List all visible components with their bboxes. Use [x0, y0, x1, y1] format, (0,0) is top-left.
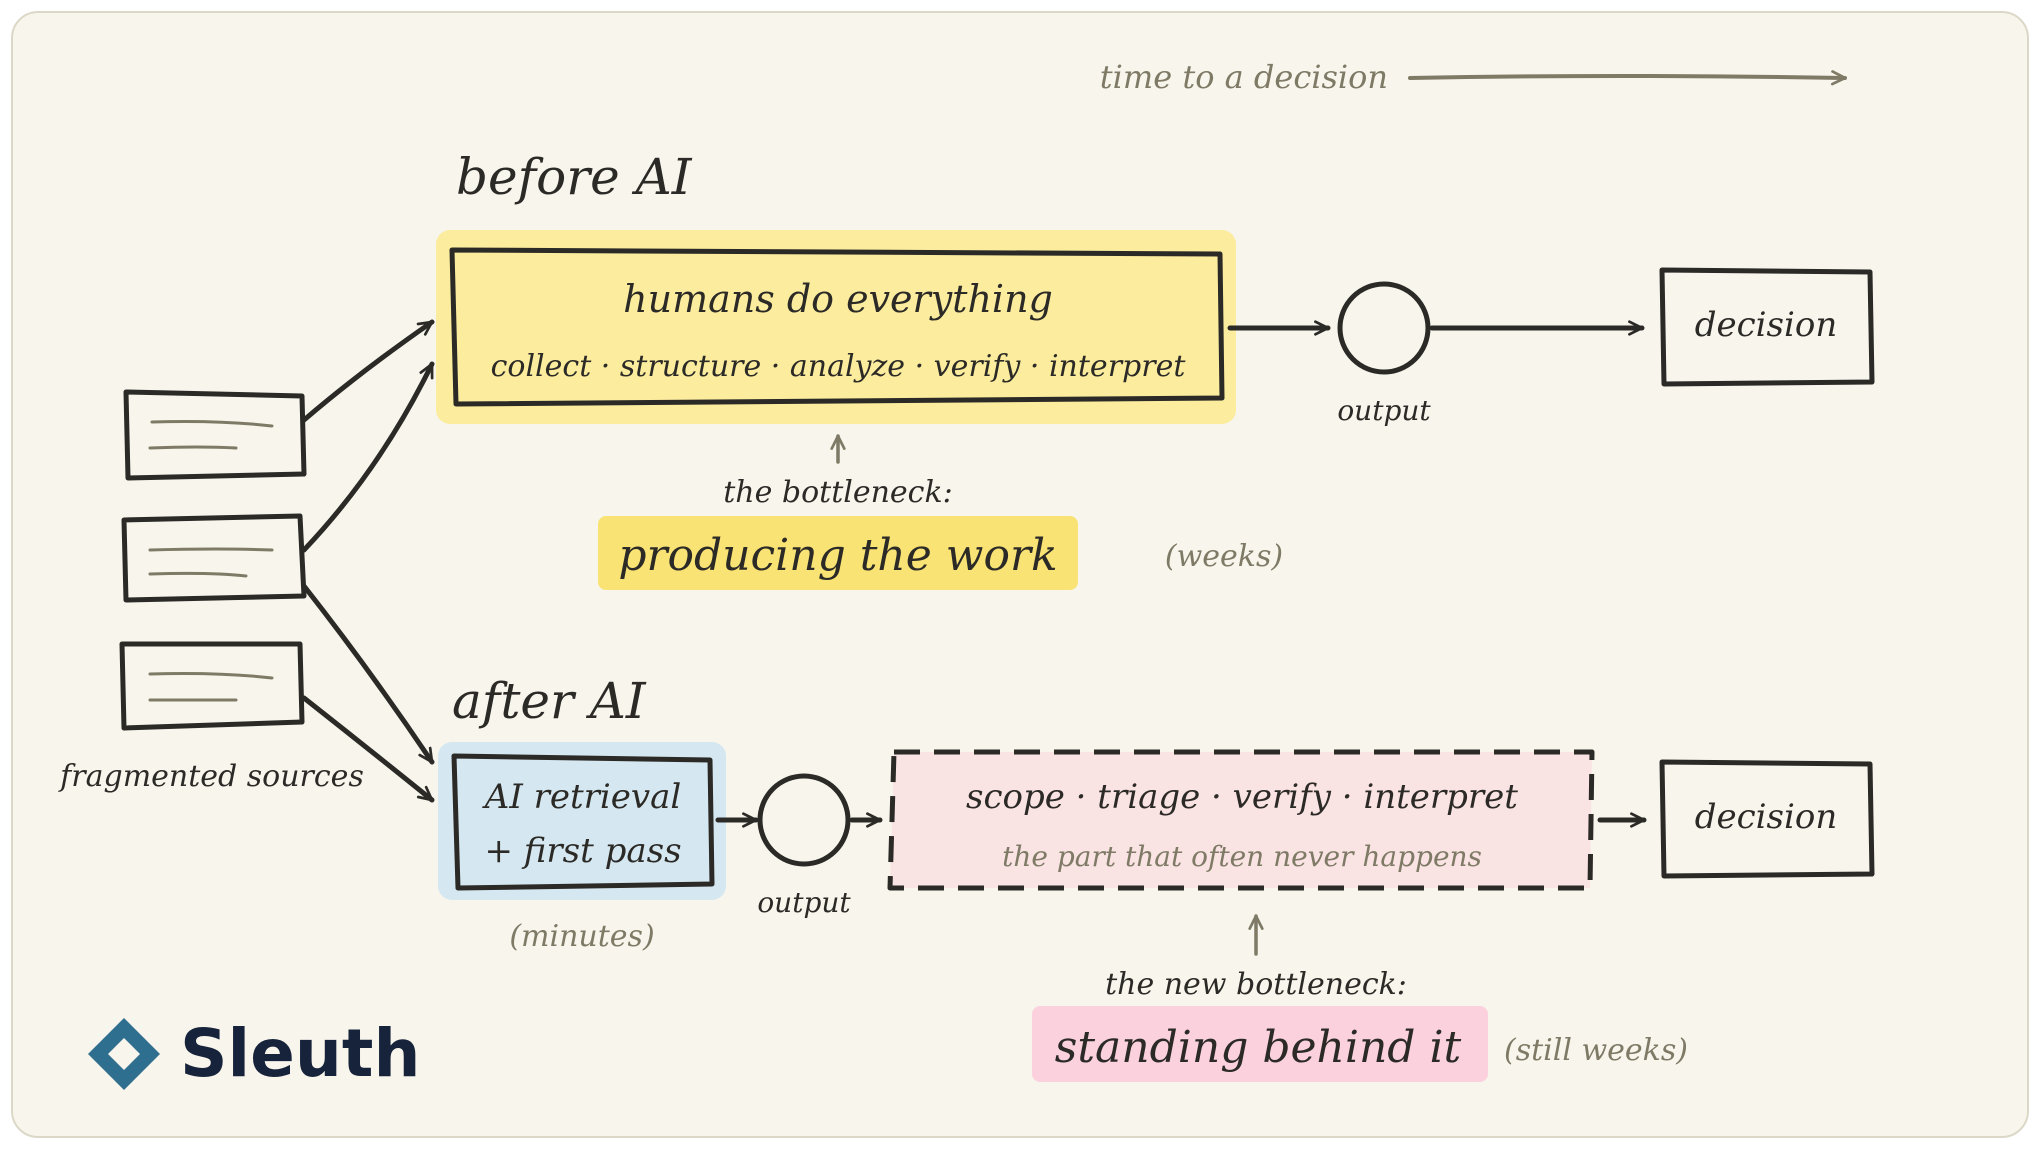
time-axis-arrow — [1408, 70, 1847, 86]
after-decision-label: decision — [1695, 797, 1838, 837]
ai-box-line2: + first pass — [484, 831, 681, 871]
before-duration: (weeks) — [1165, 539, 1283, 574]
before-box-title: humans do everything — [623, 277, 1053, 321]
human-work-box — [887, 749, 1595, 891]
human-work-steps: scope · triage · verify · interpret — [966, 777, 1518, 817]
after-output-label: output — [757, 886, 851, 919]
after-bottleneck-highlight — [1032, 1006, 1488, 1082]
sleuth-logo-text: Sleuth — [180, 1015, 420, 1092]
after-output-node — [757, 773, 851, 867]
ai-box-line1: AI retrieval — [482, 777, 681, 817]
before-bottleneck-highlight — [598, 516, 1078, 590]
after-decision-box — [1659, 759, 1875, 879]
time-axis-label: time to a decision — [1100, 58, 1388, 96]
before-box-steps: collect · structure · analyze · verify ·… — [491, 349, 1187, 384]
after-bottleneck: standing behind it — [1055, 1022, 1462, 1073]
before-title: before AI — [456, 148, 693, 206]
ai-duration: (minutes) — [509, 919, 654, 954]
sleuth-logo-icon — [88, 1018, 160, 1090]
sleuth-logo: Sleuth — [88, 1015, 420, 1092]
before-output-label: output — [1337, 394, 1431, 427]
before-bottleneck-intro: the bottleneck: — [723, 475, 953, 510]
source-document-2 — [121, 513, 307, 603]
ai-box — [451, 753, 715, 891]
arrow-source3-to-after — [301, 695, 435, 803]
before-decision-label: decision — [1695, 305, 1838, 345]
before-decision-box — [1659, 267, 1875, 387]
arrow-source1-to-before — [301, 319, 435, 423]
before-box-highlight — [436, 230, 1236, 424]
after-duration: (still weeks) — [1504, 1033, 1688, 1068]
ai-box-highlight — [438, 742, 726, 900]
after-title: after AI — [452, 672, 647, 730]
source-document-3 — [119, 641, 305, 731]
arrow-source2-to-before — [301, 361, 435, 553]
before-box — [449, 247, 1225, 407]
sources-label: fragmented sources — [58, 759, 364, 794]
human-work-note: the part that often never happens — [1002, 840, 1482, 873]
before-output-node — [1337, 281, 1431, 375]
arrow-source2-to-after — [301, 583, 435, 765]
source-document-1 — [123, 389, 307, 481]
before-bottleneck: producing the work — [618, 530, 1057, 581]
after-bottleneck-intro: the new bottleneck: — [1105, 967, 1407, 1002]
